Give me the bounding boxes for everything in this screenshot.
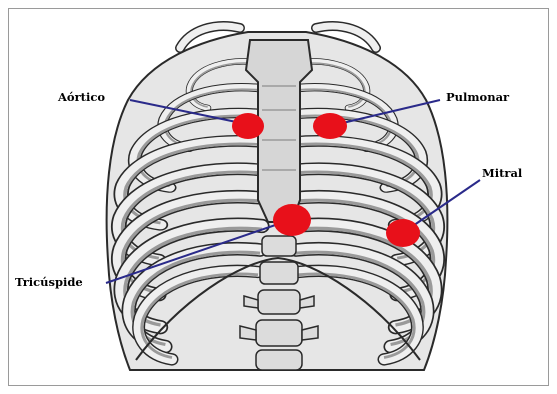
marker-mitral	[386, 219, 420, 247]
label-mitral: Mitral	[482, 166, 523, 180]
label-tricuspid: Tricúspide	[15, 275, 83, 289]
rib-cage	[107, 26, 448, 370]
marker-aortic	[232, 113, 264, 139]
label-aortic: Aórtico	[57, 90, 105, 104]
marker-tricuspid	[273, 204, 311, 236]
marker-pulmonary	[313, 113, 347, 139]
label-pulmonary: Pulmonar	[446, 90, 510, 104]
